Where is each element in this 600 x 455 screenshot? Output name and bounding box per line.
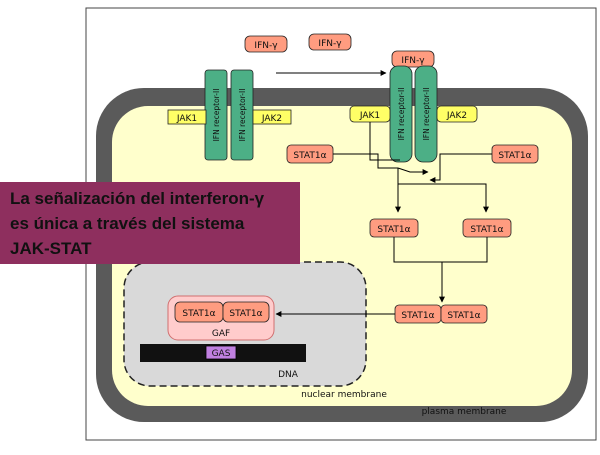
plasma-membrane-label: plasma membrane xyxy=(422,407,507,417)
title-line-1: La señalización del interferon-γ xyxy=(10,189,265,208)
gas-element xyxy=(205,345,237,360)
dna-label: DNA xyxy=(278,370,299,380)
stat1a-dimer-b-label: STAT1α xyxy=(447,311,480,321)
nuclear-membrane-label: nuclear membrane xyxy=(301,390,387,400)
stat-recruit-left xyxy=(333,153,398,169)
stat1a-dimer-b xyxy=(440,304,488,324)
ifn-gamma-bound xyxy=(391,50,435,68)
ifn-gamma-free-2 xyxy=(308,33,352,51)
ifn-gamma-free-2-label: IFN-γ xyxy=(318,39,342,49)
dimer-line-left xyxy=(393,237,442,263)
stat1a-phos-left-label: STAT1α xyxy=(377,225,410,235)
dimer-line-right xyxy=(442,237,488,263)
gaf-stat-a-label: STAT1α xyxy=(182,309,215,319)
stat-recruit-right xyxy=(429,153,492,183)
receptor-right-b-label: IFN receptor-II xyxy=(422,88,431,141)
title-box xyxy=(0,182,300,264)
gaf-stat-b xyxy=(222,301,270,323)
receptor-right-a-label: IFN receptor-II xyxy=(397,88,406,141)
jak1-right-label: JAK1 xyxy=(359,111,380,121)
jak2-left xyxy=(252,109,292,125)
receptor-left-b-label: IFN receptor-II xyxy=(238,89,247,142)
cross-line xyxy=(397,167,429,175)
release-arrow-right xyxy=(398,183,489,213)
jak1-left xyxy=(167,109,207,125)
ifn-gamma-free-1-label: IFN-γ xyxy=(254,41,278,51)
stat1a-inactive-right-label: STAT1α xyxy=(498,151,531,161)
title-line-3: JAK-STAT xyxy=(10,239,92,258)
gas-label: GAS xyxy=(212,349,231,359)
gaf-stat-b-label: STAT1α xyxy=(229,309,262,319)
jak2-right xyxy=(436,105,478,123)
receptor-left-a-label: IFN receptor-II xyxy=(212,89,221,142)
jak2-left-label: JAK2 xyxy=(261,114,282,124)
jak2-right-label: JAK2 xyxy=(446,111,467,121)
gaf-label: GAF xyxy=(212,329,230,339)
ifn-gamma-bound-label: IFN-γ xyxy=(401,56,425,66)
jak1-line xyxy=(369,122,400,161)
stat1a-inactive-left-label: STAT1α xyxy=(293,151,326,161)
jak1-left-label: JAK1 xyxy=(176,114,197,124)
ifn-gamma-free-1 xyxy=(244,35,288,53)
stat1a-phos-right-label: STAT1α xyxy=(470,225,503,235)
title-line-2: es única a través del sistema xyxy=(10,214,245,233)
stat1a-dimer-a-label: STAT1α xyxy=(401,311,434,321)
